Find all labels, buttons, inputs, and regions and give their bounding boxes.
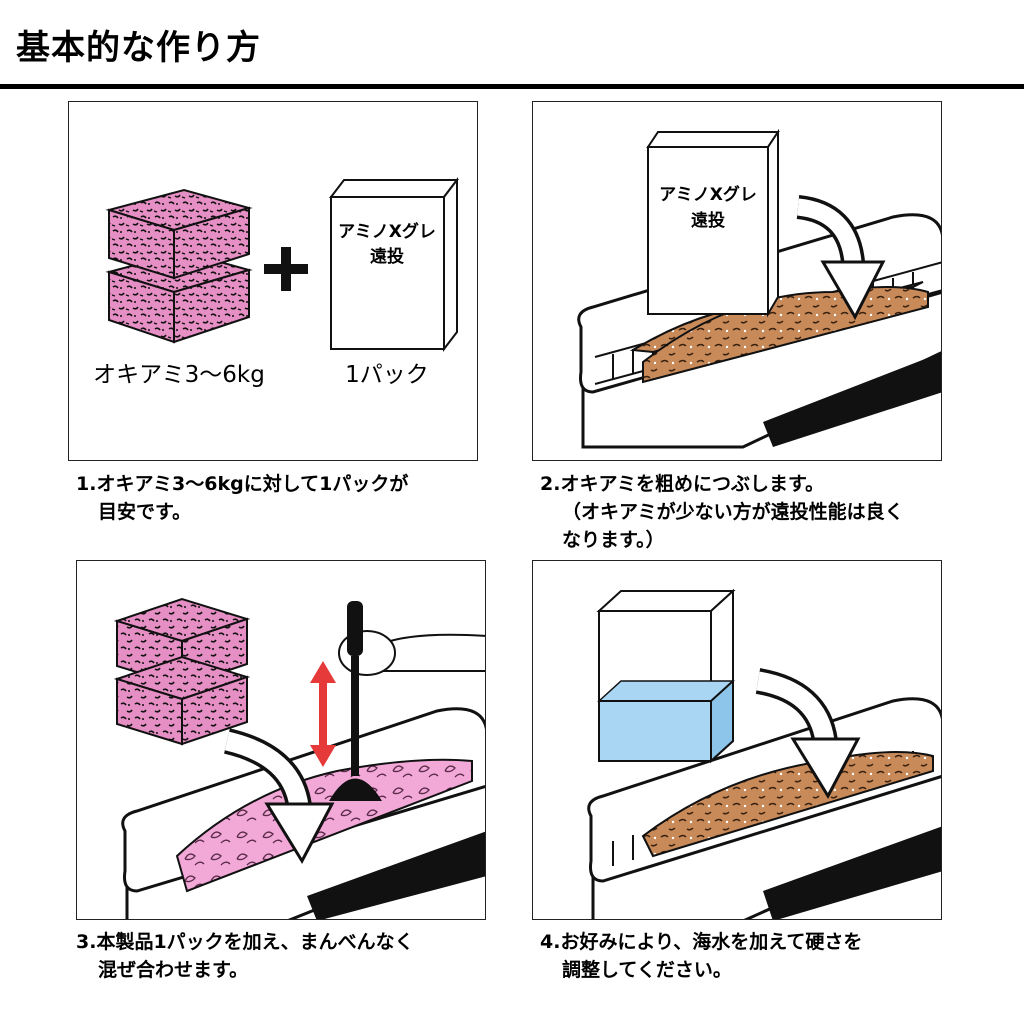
krill-block-lower bbox=[113, 655, 251, 746]
step-1-illustration: アミノXグレ 遠投 オキアミ3～6kg 1パック bbox=[68, 101, 478, 461]
step-1-caption: 1.オキアミ3～6kgに対して1パックが 目安です。 bbox=[76, 470, 408, 526]
bait-tub bbox=[587, 697, 941, 919]
plus-icon bbox=[264, 247, 308, 291]
title-divider bbox=[0, 84, 1024, 89]
box-label-line2: 遠投 bbox=[691, 210, 725, 231]
step-2-caption-line3: なります。） bbox=[562, 529, 665, 551]
downward-arrow-icon bbox=[755, 668, 861, 800]
step-1-caption-line1: 1.オキアミ3～6kgに対して1パックが bbox=[76, 473, 409, 495]
downward-arrow-icon bbox=[223, 728, 335, 865]
krill-block-upper bbox=[105, 188, 253, 280]
page-title: 基本的な作り方 bbox=[16, 28, 261, 68]
step-4-illustration bbox=[532, 560, 942, 920]
product-box: アミノXグレ 遠投 bbox=[328, 177, 460, 352]
box-label-line1: アミノXグレ bbox=[659, 184, 757, 205]
step-3-illustration bbox=[76, 560, 486, 920]
step-2-caption-line1: 2.オキアミを粗めにつぶします。 bbox=[540, 473, 825, 495]
bait-amount-label: オキアミ3～6kg bbox=[93, 362, 265, 388]
step-3-caption-line1: 3.本製品1パックを加え、まんべんなく bbox=[76, 931, 414, 953]
step-3-caption: 3.本製品1パックを加え、まんべんなく 混ぜ合わせます。 bbox=[76, 928, 414, 984]
step-4-caption: 4.お好みにより、海水を加えて硬さを 調整してください。 bbox=[540, 928, 862, 984]
product-box: アミノXグレ 遠投 bbox=[646, 128, 780, 318]
step-2-caption-line2: （オキアミが少ない方が遠投性能は良く bbox=[562, 501, 904, 523]
step-4-caption-line2: 調整してください。 bbox=[562, 959, 732, 981]
mixer-tool bbox=[329, 601, 485, 801]
up-down-arrow-icon bbox=[310, 661, 336, 767]
pack-count-label: 1パック bbox=[345, 362, 429, 388]
box-label-line2: 遠投 bbox=[370, 246, 404, 267]
step-1-caption-line2: 目安です。 bbox=[98, 501, 192, 523]
step-2-illustration: アミノXグレ 遠投 bbox=[532, 101, 942, 461]
downward-arrow-icon bbox=[796, 195, 886, 321]
step-4-caption-line1: 4.お好みにより、海水を加えて硬さを bbox=[540, 931, 863, 953]
step-2-caption: 2.オキアミを粗めにつぶします。 （オキアミが少ない方が遠投性能は良く なります… bbox=[540, 470, 904, 554]
box-label-line1: アミノXグレ bbox=[338, 221, 436, 242]
seawater-container bbox=[596, 588, 736, 764]
step-3-caption-line2: 混ぜ合わせます。 bbox=[98, 959, 249, 981]
